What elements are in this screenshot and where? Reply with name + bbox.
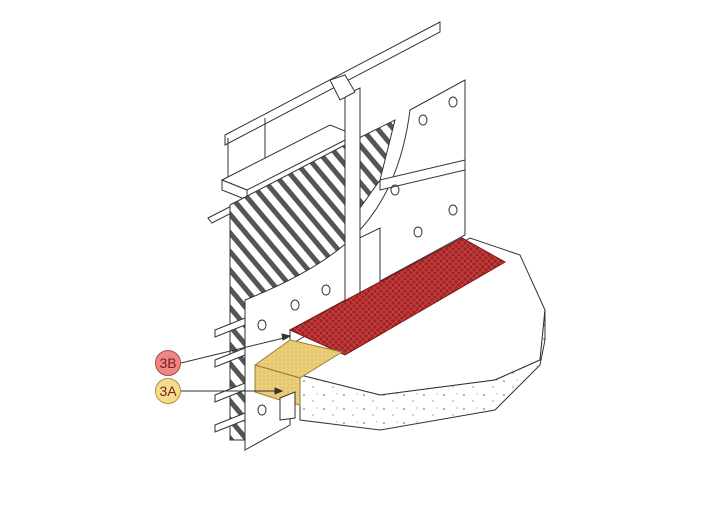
callout-3a: 3A [155,378,181,404]
callout-3b: 3B [155,350,181,376]
leader-lines [180,333,292,395]
insulation-3a [253,339,344,421]
callout-3a-label: 3A [159,383,177,399]
waterproof-membrane-3b [288,237,507,356]
floor-slab [289,237,546,431]
callout-3b-label: 3B [159,355,177,371]
